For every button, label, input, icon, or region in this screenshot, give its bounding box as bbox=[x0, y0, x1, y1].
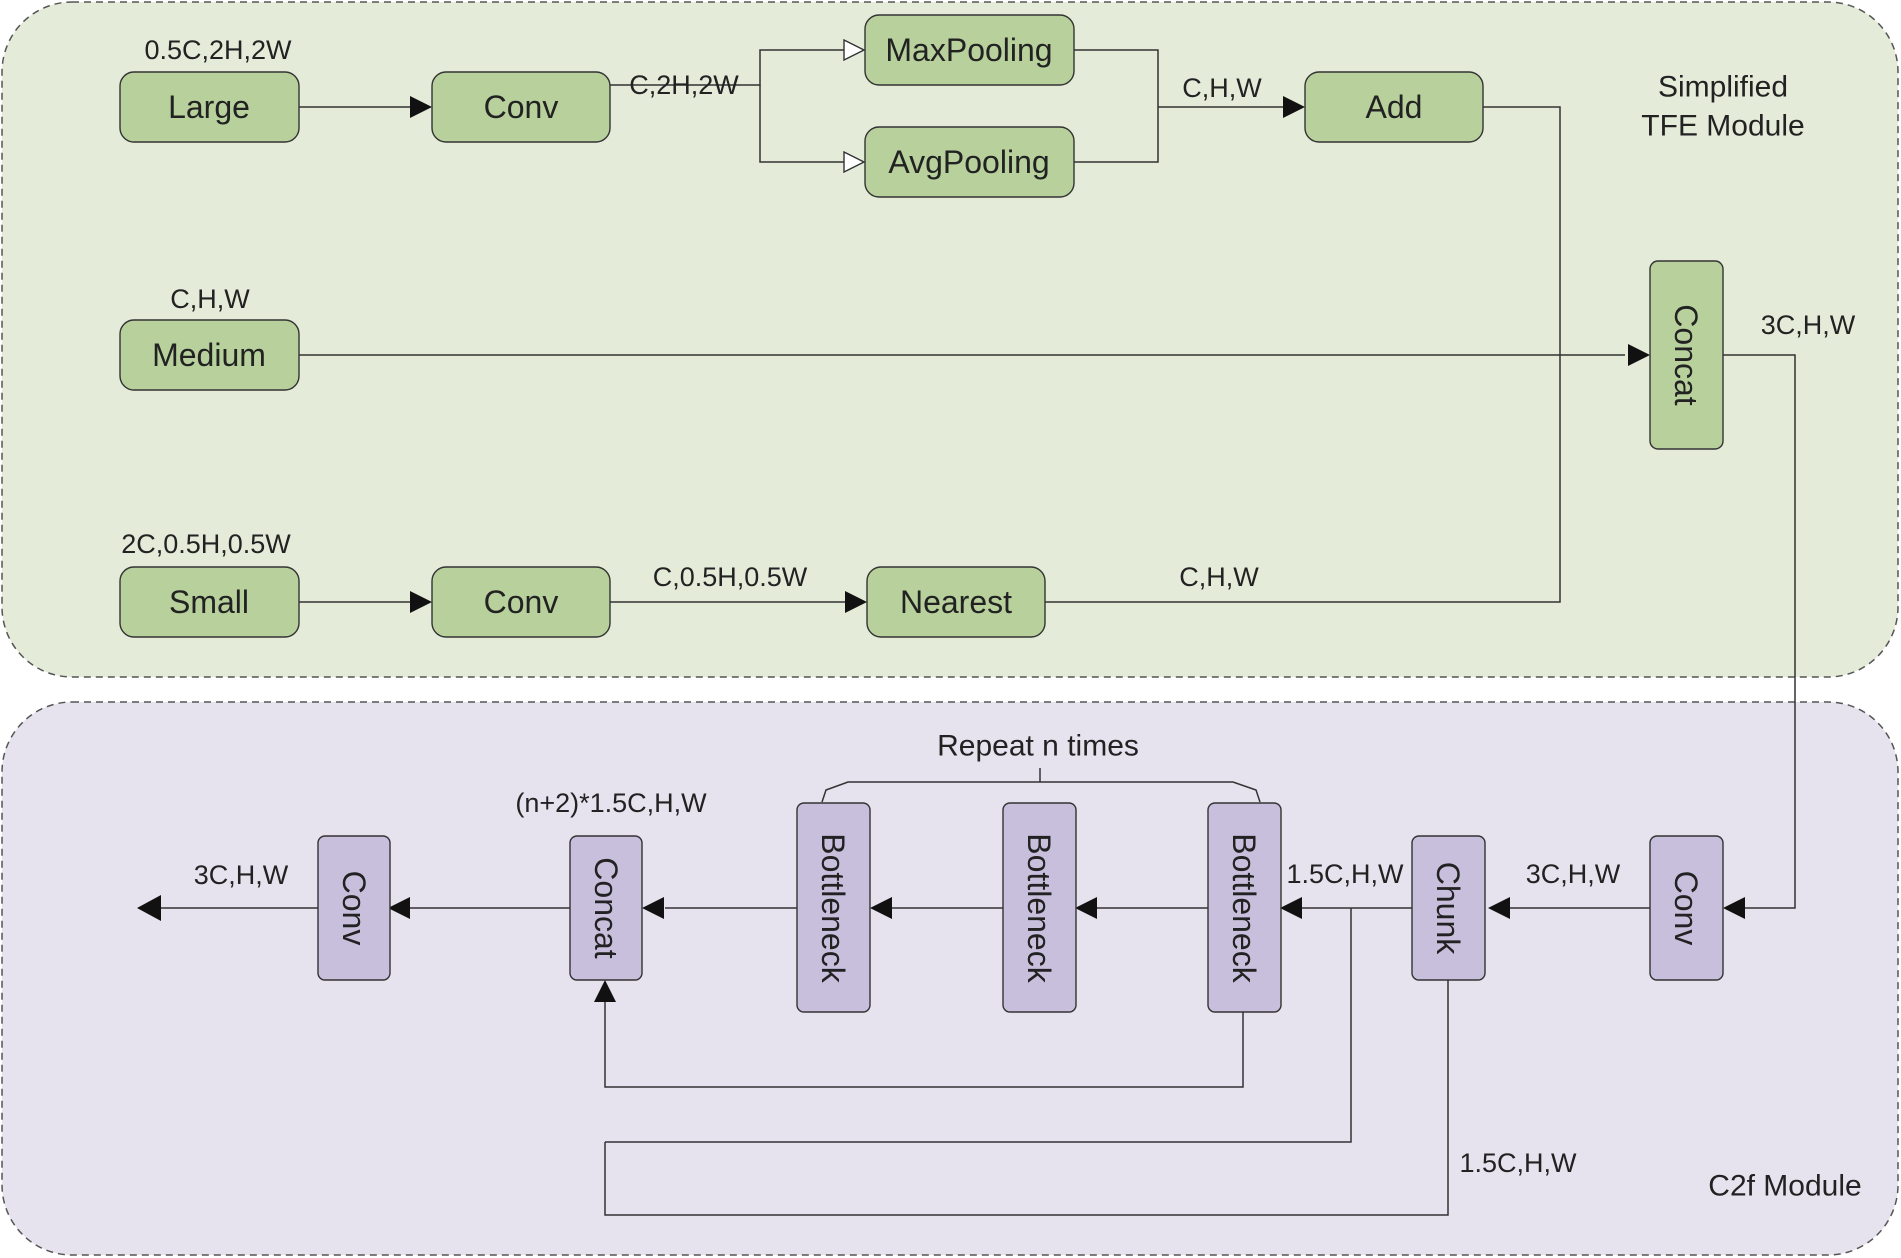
arrowhead bbox=[1488, 897, 1510, 919]
arrowhead bbox=[1280, 897, 1302, 919]
small-label: Small bbox=[169, 584, 249, 620]
concat-tfe-label: Concat bbox=[1668, 304, 1704, 406]
concat-c2f-node: Concat bbox=[569, 835, 643, 981]
arrowhead bbox=[410, 96, 432, 118]
nearest-node: Nearest bbox=[866, 566, 1046, 638]
chunk-node: Chunk bbox=[1411, 835, 1486, 981]
dim-pool-out: C,H,W bbox=[1182, 73, 1262, 103]
medium-node: Medium bbox=[119, 319, 300, 391]
medium-label: Medium bbox=[152, 337, 266, 373]
arrowhead bbox=[594, 980, 616, 1002]
repeat-label: Repeat n times bbox=[937, 730, 1139, 763]
tfe-module-panel bbox=[1, 1, 1899, 678]
dim-concat-in: (n+2)*1.5C,H,W bbox=[515, 788, 707, 818]
dim-final-out: 3C,H,W bbox=[194, 860, 289, 890]
dim-nearest-out: C,H,W bbox=[1179, 562, 1259, 592]
arrowhead bbox=[642, 897, 664, 919]
dim-conv-in-out: 3C,H,W bbox=[1526, 859, 1621, 889]
conv-in-label: Conv bbox=[1668, 871, 1704, 946]
dim-medium-in: C,H,W bbox=[170, 284, 250, 314]
tfe-title-line1: Simplified bbox=[1658, 71, 1788, 104]
dim-large-in: 0.5C,2H,2W bbox=[144, 35, 292, 65]
tfe-connections bbox=[299, 49, 1796, 909]
dim-chunk-split: 1.5C,H,W bbox=[1459, 1148, 1577, 1178]
arrowhead-open bbox=[843, 38, 866, 62]
avgpooling-node: AvgPooling bbox=[864, 126, 1075, 198]
bottleneck-2-node: Bottleneck bbox=[1002, 802, 1077, 1013]
nearest-label: Nearest bbox=[900, 584, 1012, 620]
maxpooling-node: MaxPooling bbox=[864, 14, 1075, 86]
dim-small-in: 2C,0.5H,0.5W bbox=[121, 529, 291, 559]
conv-bottom-label: Conv bbox=[484, 584, 559, 620]
dim-chunk-out: 1.5C,H,W bbox=[1286, 859, 1404, 889]
concat-tfe-node: Concat bbox=[1649, 260, 1724, 450]
chunk-label: Chunk bbox=[1430, 862, 1466, 956]
conv-out-node: Conv bbox=[317, 835, 391, 981]
arrowhead bbox=[1075, 897, 1097, 919]
conv-top-node: Conv bbox=[431, 71, 611, 143]
bottleneck-3-node: Bottleneck bbox=[796, 802, 871, 1013]
arrowhead bbox=[137, 895, 161, 921]
bottleneck-3-label: Bottleneck bbox=[815, 833, 851, 983]
arrowhead bbox=[870, 897, 892, 919]
dim-conv-top-out: C,2H,2W bbox=[629, 70, 739, 100]
dim-concat-out: 3C,H,W bbox=[1761, 310, 1856, 340]
c2f-module-panel bbox=[1, 701, 1899, 1256]
tfe-title-line2: TFE Module bbox=[1641, 110, 1804, 143]
c2f-title: C2f Module bbox=[1708, 1170, 1861, 1203]
small-node: Small bbox=[119, 566, 300, 638]
arrowhead bbox=[410, 591, 432, 613]
concat-c2f-label: Concat bbox=[588, 857, 624, 959]
dim-conv-bottom-out: C,0.5H,0.5W bbox=[653, 562, 808, 592]
arrowheads bbox=[137, 38, 1745, 1002]
arrowhead bbox=[1283, 96, 1305, 118]
avgpooling-label: AvgPooling bbox=[888, 144, 1049, 180]
bottleneck-1-label: Bottleneck bbox=[1226, 833, 1262, 983]
conv-top-label: Conv bbox=[484, 89, 559, 125]
conv-in-node: Conv bbox=[1649, 835, 1724, 981]
arrowhead bbox=[1723, 897, 1745, 919]
arrowhead bbox=[388, 897, 410, 919]
bottleneck-1-node: Bottleneck bbox=[1207, 802, 1282, 1013]
add-label: Add bbox=[1366, 89, 1423, 125]
conv-bottom-node: Conv bbox=[431, 566, 611, 638]
large-label: Large bbox=[168, 89, 250, 125]
arrowhead bbox=[845, 591, 867, 613]
large-node: Large bbox=[119, 71, 300, 143]
bottleneck-2-label: Bottleneck bbox=[1021, 833, 1057, 983]
arrowhead bbox=[1628, 344, 1650, 366]
maxpooling-label: MaxPooling bbox=[885, 32, 1052, 68]
add-node: Add bbox=[1304, 71, 1484, 143]
c2f-connections bbox=[160, 768, 1650, 1216]
conv-out-label: Conv bbox=[336, 871, 372, 946]
arrowhead-open bbox=[843, 150, 866, 174]
